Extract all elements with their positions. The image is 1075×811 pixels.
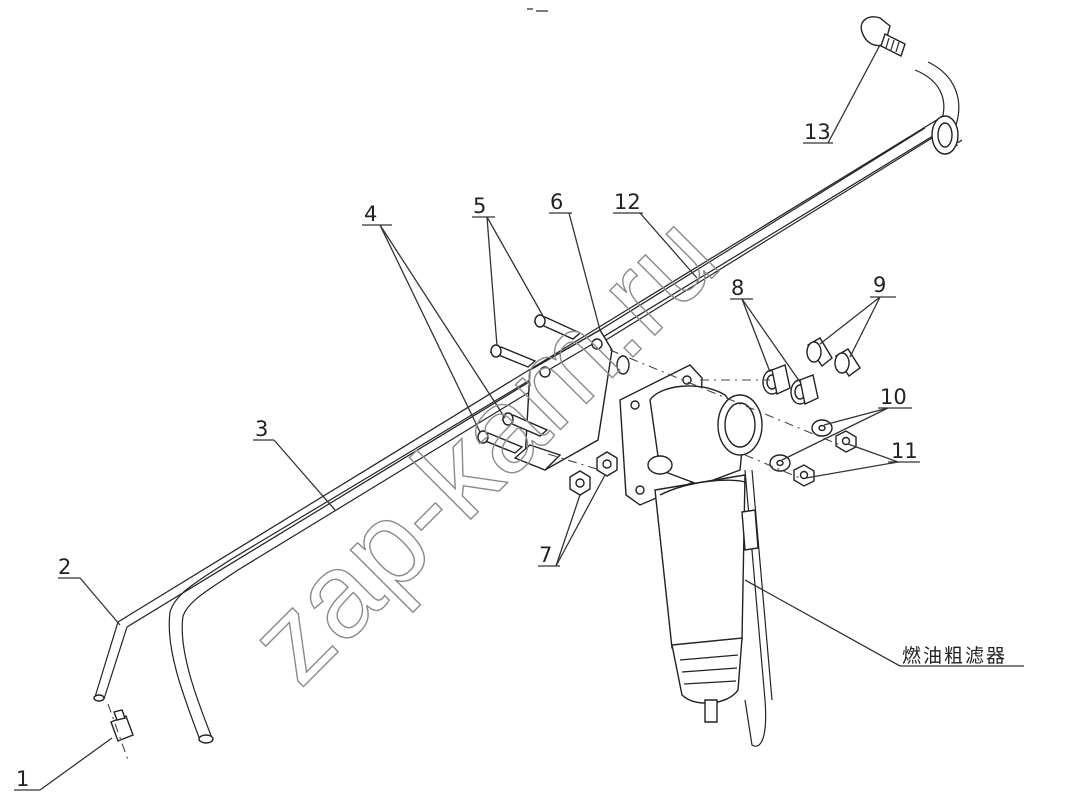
fuel-coarse-filter [619, 364, 773, 747]
nuts-7 [547, 451, 618, 496]
filter-component-label: 燃油粗滤器 [902, 645, 1007, 667]
callout-4: 4 [364, 202, 377, 226]
bracket-6 [513, 329, 630, 471]
centerlines [609, 349, 841, 479]
bolts-4 [476, 412, 549, 454]
banjo-bolt-1 [107, 703, 134, 761]
fuel-pipe-12 [599, 127, 933, 341]
callout-9: 9 [873, 273, 886, 297]
callout-6: 6 [550, 190, 563, 214]
callout-labels: 1 2 3 4 5 6 7 8 9 10 11 12 13 燃油粗滤器 [16, 120, 1007, 791]
callout-12: 12 [614, 190, 641, 214]
callout-5: 5 [473, 194, 486, 218]
callout-11: 11 [891, 439, 918, 463]
leader-lines [14, 44, 1024, 791]
washers-10 [769, 419, 833, 472]
callout-8: 8 [731, 276, 744, 300]
hose-13 [860, 16, 963, 155]
callout-3: 3 [255, 417, 268, 441]
fuel-pipe-second [168, 373, 547, 744]
callout-1: 1 [16, 767, 29, 791]
top-mark [527, 8, 548, 12]
callout-13: 13 [804, 120, 831, 144]
nuts-11 [793, 430, 857, 487]
callout-10: 10 [880, 385, 907, 409]
callout-2: 2 [58, 555, 71, 579]
fittings-8 [762, 364, 819, 406]
bolts-5 [489, 314, 582, 368]
fittings-9 [806, 337, 861, 378]
callout-7: 7 [539, 543, 552, 567]
